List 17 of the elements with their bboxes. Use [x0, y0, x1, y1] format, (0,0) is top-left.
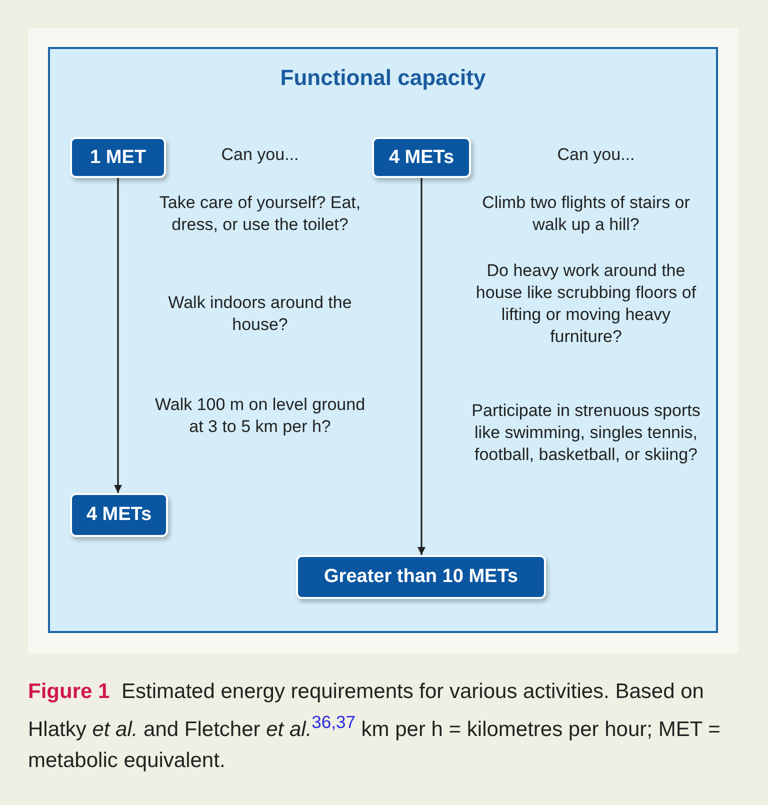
- arrow: [418, 178, 426, 555]
- figure-caption: Figure 1 Estimated energy requirements for various activities. Based on Hlatky et al. and Fletcher et al.$^{36,37}$ km per h = kilometres per hour; MET = metabolic equivalent.: [28, 679, 722, 774]
- activity-text: Climb two flights of stairs or walk up a hill?: [481, 192, 691, 236]
- activity-text: Participate in strenuous sports like swimming, singles tennis, football, basketball, or skiing?: [470, 400, 702, 466]
- level-badge: Greater than 10 METs: [296, 555, 546, 599]
- activity-text: Walk indoors around the house?: [167, 292, 353, 336]
- panel-title: Functional capacity: [279, 65, 487, 91]
- activity-text: Do heavy work around the house like scrubbing floors of lifting or moving heavy furniture?: [474, 260, 698, 348]
- question-prompt: Can you...: [220, 144, 300, 166]
- level-badge: 4 METs: [70, 493, 168, 537]
- arrow: [114, 178, 122, 493]
- activity-text: Take care of yourself? Eat, dress, or use the toilet?: [158, 192, 362, 236]
- question-prompt: Can you...: [556, 144, 636, 166]
- level-badge: 1 MET: [70, 137, 166, 178]
- figure-panel: [48, 47, 718, 633]
- activity-text: Walk 100 m on level ground at 3 to 5 km per h?: [154, 394, 366, 438]
- level-badge: 4 METs: [372, 137, 471, 178]
